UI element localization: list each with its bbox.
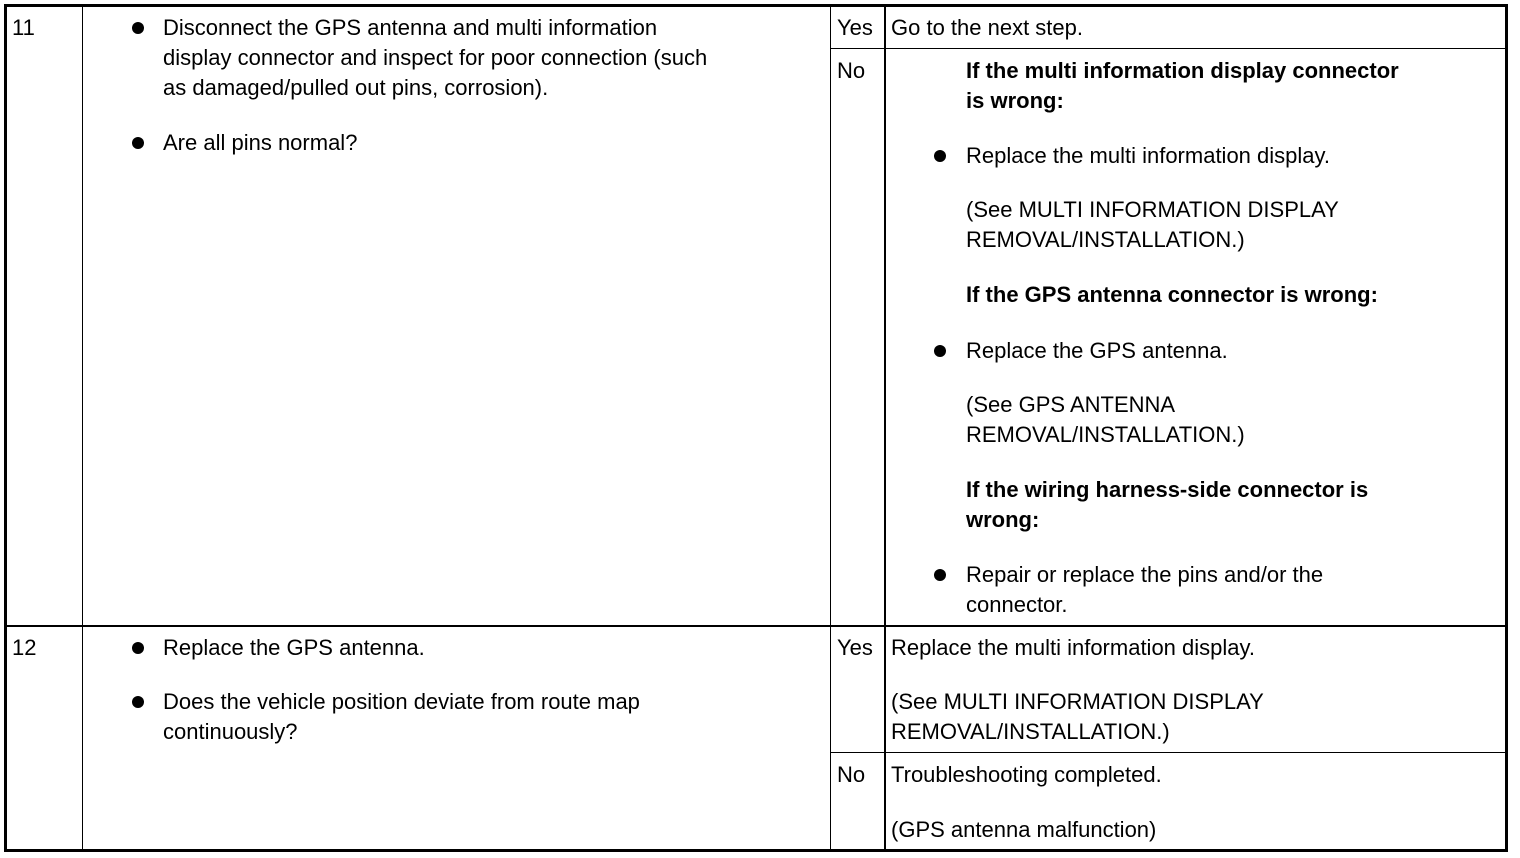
step-number: 11 [12,15,35,40]
bullet-icon [132,22,144,34]
bullet-icon [934,345,946,357]
reference-text: REMOVAL/INSTALLATION.) [966,227,1245,252]
bullet-icon [132,642,144,654]
bullet-icon [132,137,144,149]
yes-no-divider [830,752,1505,753]
column-divider [830,7,831,849]
condition-heading: If the wiring harness-side connector is [966,477,1369,502]
action-question: continuously? [163,719,298,744]
yes-result: Go to the next step. [891,15,1084,40]
result-text: Replace the multi information display. [966,143,1330,168]
reference-text: (See MULTI INFORMATION DISPLAY [891,689,1264,714]
action-question: Does the vehicle position deviate from r… [163,689,640,714]
yes-no-divider [830,48,1505,49]
action-question: Are all pins normal? [163,130,358,155]
reference-text: (See GPS ANTENNA [966,392,1176,417]
no-label: No [837,762,866,787]
step-number: 12 [12,635,37,660]
result-text: Replace the GPS antenna. [966,338,1228,363]
yes-label: Yes [837,15,873,40]
no-result-note: (GPS antenna malfunction) [891,817,1157,842]
condition-heading: If the multi information display connect… [966,58,1399,83]
column-divider [82,7,83,849]
row-divider [7,625,1505,627]
reference-text: REMOVAL/INSTALLATION.) [966,422,1245,447]
bullet-icon [934,150,946,162]
condition-heading: If the GPS antenna connector is wrong: [966,282,1378,307]
bullet-icon [934,569,946,581]
column-divider [884,7,886,849]
reference-text: REMOVAL/INSTALLATION.) [891,719,1170,744]
action-text: Disconnect the GPS antenna and multi inf… [163,15,658,40]
troubleshooting-table [4,4,1508,852]
no-label: No [837,58,866,83]
yes-result: Replace the multi information display. [891,635,1255,660]
result-text: Repair or replace the pins and/or the [966,562,1324,587]
action-text: display connector and inspect for poor c… [163,45,708,70]
action-text: Replace the GPS antenna. [163,635,425,660]
action-text: as damaged/pulled out pins, corrosion). [163,75,549,100]
condition-heading: wrong: [966,507,1040,532]
reference-text: (See MULTI INFORMATION DISPLAY [966,197,1339,222]
no-result: Troubleshooting completed. [891,762,1162,787]
bullet-icon [132,696,144,708]
yes-label: Yes [837,635,873,660]
condition-heading: is wrong: [966,88,1064,113]
result-text: connector. [966,592,1068,617]
